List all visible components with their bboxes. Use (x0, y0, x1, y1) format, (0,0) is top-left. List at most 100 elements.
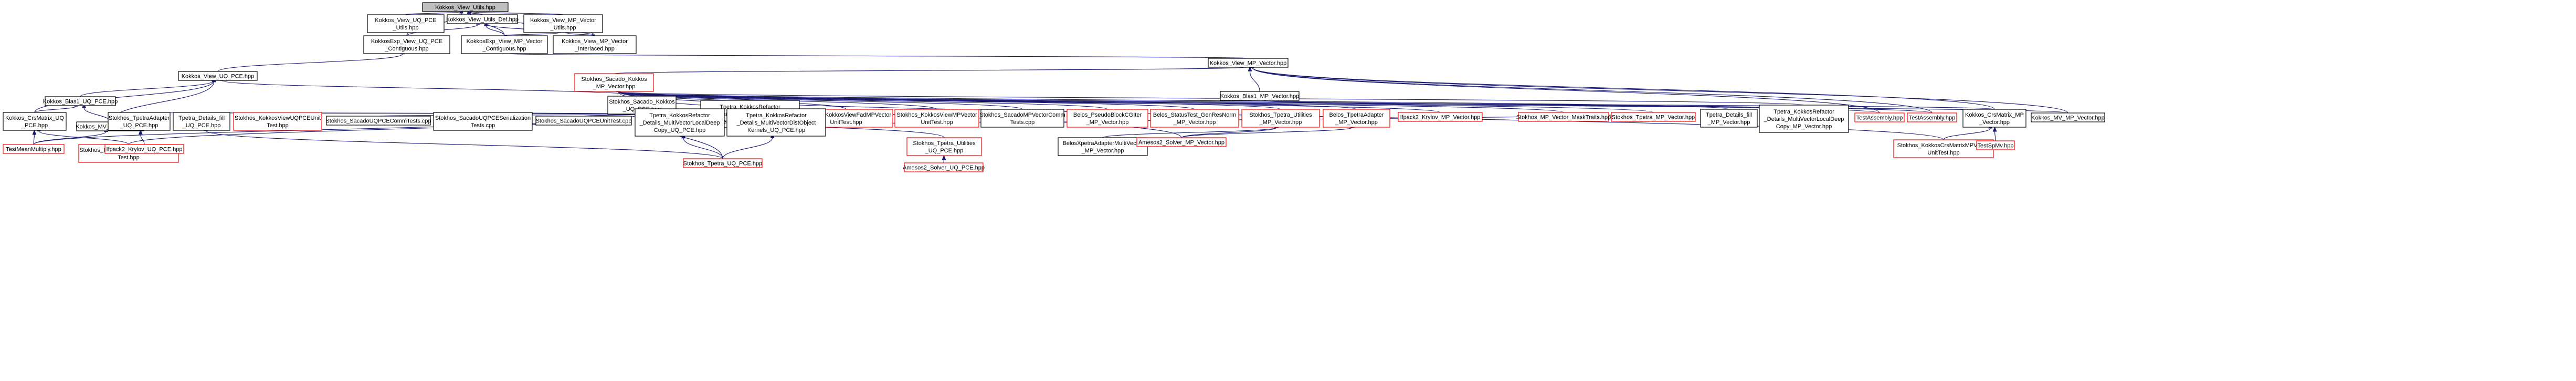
node-tpetra-refactor-localdeepcopy-uq-pce[interactable]: Tpetra_KokkosRefactor_Details_MultiVecto… (635, 108, 725, 137)
node-box (1700, 109, 1758, 128)
edge-line (618, 91, 1108, 110)
node-box (173, 112, 230, 131)
node-label-line: Stokhos_SacadoUQPCECommTests.cpp (325, 118, 431, 125)
node-kokkos-blas1-mp-vector[interactable]: Kokkos_Blas1_MP_Vector.hpp (1220, 91, 1300, 101)
node-view-uq-pce-utils[interactable]: Kokkos_View_UQ_PCE_Utils.hpp (367, 14, 445, 33)
node-box (1150, 109, 1239, 128)
edge-line (1252, 67, 2068, 114)
node-label-line: Copy_UQ_PCE.hpp (654, 127, 705, 133)
edge-arrowhead (1248, 66, 1252, 71)
edge-line (205, 130, 723, 159)
include-edge-stokhos_tpetra_uq_pce-to-tpetra_refactor_uq_pce (722, 132, 775, 159)
node-box (3, 112, 67, 131)
node-tpetra-refactor-uq-pce[interactable]: Tpetra_KokkosRefactor_Details_MultiVecto… (726, 108, 826, 137)
node-view-mp-vector-interlaced[interactable]: Kokkos_View_MP_Vector_Interlaced.hpp (553, 35, 637, 54)
node-view-utils-def[interactable]: Kokkos_View_Utils_Def.hpp (446, 14, 519, 24)
node-stokhos-mp-vector-masktraits[interactable]: Stokhos_MP_Vector_MaskTraits.hpp (1516, 112, 1611, 122)
edge-line (1252, 67, 1880, 114)
node-label-line: Ifpack2_Krylov_MP_Vector.hpp (1400, 115, 1481, 121)
edge-line (469, 11, 564, 15)
node-label-line: _UQ_PCE.hpp (925, 148, 964, 154)
node-belos-tpetra-adapter-mp-vector[interactable]: Belos_TpetraAdapter_MP_Vector.hpp (1323, 109, 1390, 128)
include-edge-test_spmv-to-kokkos_crsmatrix_mp_vector (1992, 126, 1997, 141)
node-stokhos-tpetra-uq-pce[interactable]: Stokhos_Tpetra_UQ_PCE.hpp (683, 158, 763, 168)
edge-line (508, 53, 1249, 59)
node-amesos2-solver-uq-pce[interactable]: Amesos2_Solver_UQ_PCE.hpp (903, 162, 985, 172)
node-stokhos-sacado-kokkos-mp-vector[interactable]: Stokhos_Sacado_Kokkos_MP_Vector.hpp (574, 73, 654, 92)
node-ifpack2-krylov-mp-vector[interactable]: Ifpack2_Krylov_MP_Vector.hpp (1398, 112, 1483, 122)
node-view-uq-pce[interactable]: Kokkos_View_UQ_PCE.hpp (178, 71, 258, 81)
node-box (3, 144, 65, 154)
node-stokhos-sacado-uq-pce-comm-tests[interactable]: Stokhos_SacadoUQPCECommTests.cpp (325, 116, 431, 126)
edge-line (618, 91, 1654, 113)
node-stokhos-tpetra-utilities-mp-vector[interactable]: Stokhos_Tpetra_Utilities_MP_Vector.hpp (1241, 109, 1320, 128)
node-label-line: Stokhos_Tpetra_Utilities (1249, 112, 1312, 118)
node-box (422, 2, 509, 12)
node-testassembly-1[interactable]: TestAssembly.hpp (1854, 112, 1905, 122)
edge-line (1252, 67, 1933, 114)
node-stokhos-tpetra-utilities-uq-pce[interactable]: Stokhos_Tpetra_Utilities_UQ_PCE.hpp (906, 137, 982, 156)
include-edge-stokhos_sacado_kokkos_mp_vector-to-view_mp_vector (614, 62, 1246, 74)
edge-arrowhead (1992, 126, 1997, 132)
edge-line (504, 32, 559, 36)
node-kexp-view-uq-pce-contig[interactable]: KokkosExp_View_UQ_PCE_Contiguous.hpp (363, 35, 450, 54)
include-edge-kokkos_crsmatrix_mp_vector-to-view_mp_vector (1250, 63, 1995, 110)
node-box (1136, 137, 1227, 147)
node-label-line: _Utils.hpp (393, 25, 419, 31)
node-label-line: UnitTest.hpp (830, 119, 862, 126)
include-edge-kokkos_crsmatrix_uq_pce-to-view_uq_pce (34, 76, 216, 113)
node-stokhos-sacado-uq-pce-serialization-tests[interactable]: Stokhos_SacadoUQPCESerializationTests.cp… (433, 112, 533, 131)
node-stokhos-tpetra-mp-vector[interactable]: Stokhos_Tpetra_MP_Vector.hpp (1611, 112, 1696, 122)
node-label-line: Ifpack2_Krylov_UQ_PCE.hpp (107, 147, 183, 153)
node-belos-xpetra-adapter-multivector[interactable]: BelosXpetraAdapterMultiVector_MP_Vector.… (1058, 137, 1148, 156)
node-view-mp-vector-utils[interactable]: Kokkos_View_MP_Vector_Utils.hpp (523, 14, 603, 33)
node-tpetra-refactor-localdeepcopy-mp-vector[interactable]: Tpetra_KokkosRefactor_Details_MultiVecto… (1759, 105, 1849, 133)
node-kokkos-mv-mp-vector[interactable]: Kokkos_MV_MP_Vector.hpp (2031, 112, 2105, 122)
node-label-line: _UQ_PCE.hpp (182, 122, 221, 129)
node-box (2031, 112, 2105, 122)
node-label-line: Tpetra_KokkosRefactor (746, 112, 807, 119)
edge-line (485, 25, 505, 36)
node-box (574, 73, 654, 92)
node-ifpack2-krylov-uq-pce[interactable]: Ifpack2_Krylov_UQ_PCE.hpp (104, 144, 184, 154)
node-test-spmv[interactable]: TestSpMv.hpp (1976, 140, 2015, 150)
edge-arrowhead (32, 129, 37, 135)
node-kokkos-crsmatrix-mp-vector[interactable]: Kokkos_CrsMatrix_MP_Vector.hpp (1962, 109, 2026, 128)
node-label-line: Amesos2_Solver_UQ_PCE.hpp (903, 165, 985, 171)
edge-line (34, 106, 77, 113)
node-label-line: TestAssembly.hpp (1909, 115, 1955, 121)
node-label-line: Belos_TpetraAdapter (1329, 112, 1384, 118)
node-belos-pseudo-block-cg-mp-vector[interactable]: Belos_PseudoBlockCGIter_MP_Vector.hpp (1067, 109, 1148, 128)
edge-line (1263, 100, 1995, 110)
node-kokkos-blas1-uq-pce[interactable]: Kokkos_Blas1_UQ_PCE.hpp (43, 96, 118, 106)
node-stokhos-sacado-uq-pce-unittest[interactable]: Stokhos_SacadoUQPCEUnitTest.cpp (535, 116, 632, 126)
node-label-line: Kokkos_Blas1_MP_Vector.hpp (1220, 94, 1299, 100)
node-view-mp-vector[interactable]: Kokkos_View_MP_Vector.hpp (1208, 58, 1289, 68)
node-box (1208, 58, 1289, 68)
node-label-line: Stokhos_SacadoUQPCESerialization (435, 115, 531, 121)
node-label-line: KokkosExp_View_MP_Vector (467, 38, 543, 45)
node-kexp-view-mp-vector-contig[interactable]: KokkosExp_View_MP_Vector_Contiguous.hpp (461, 35, 548, 54)
node-label-line: Stokhos_Sacado_Kokkos (609, 99, 675, 105)
edge-line (80, 80, 214, 97)
edge-line (618, 91, 1023, 110)
node-amesos2-solver-mp-vector[interactable]: Amesos2_Solver_MP_Vector.hpp (1136, 137, 1227, 147)
node-label-line: Tpetra_Details_fill (178, 115, 225, 121)
node-testassembly-2[interactable]: TestAssembly.hpp (1907, 112, 1957, 122)
node-tpetra-details-fill-mp-vector[interactable]: Tpetra_Details_fill_MP_Vector.hpp (1700, 109, 1758, 128)
node-label-line: _Interlaced.hpp (574, 46, 615, 52)
node-test-mean-multiply[interactable]: TestMeanMultiply.hpp (3, 144, 65, 154)
node-kokkos-crsmatrix-uq-pce[interactable]: Kokkos_CrsMatrix_UQ_PCE.hpp (3, 112, 67, 131)
node-label-line: Kokkos_CrsMatrix_MP (1965, 112, 2024, 118)
node-label-line: _MP_Vector.hpp (1707, 119, 1750, 126)
edge-line (1181, 127, 1277, 138)
node-belos-status-test-mp-vector[interactable]: Belos_StatusTest_GenResNorm_MP_Vector.hp… (1150, 109, 1239, 128)
node-box (326, 116, 431, 126)
node-stokhos-tpetra-adapter-uq-pce[interactable]: Stokhos_TpetraAdapter_UQ_PCE.hpp (108, 112, 171, 131)
node-tpetra-details-fill-uq-pce[interactable]: Tpetra_Details_fill_UQ_PCE.hpp (173, 112, 230, 131)
node-label-line: _Details_MultiVectorDistObject (736, 120, 816, 126)
node-label-line: TestSpMv.hpp (1978, 143, 2014, 149)
